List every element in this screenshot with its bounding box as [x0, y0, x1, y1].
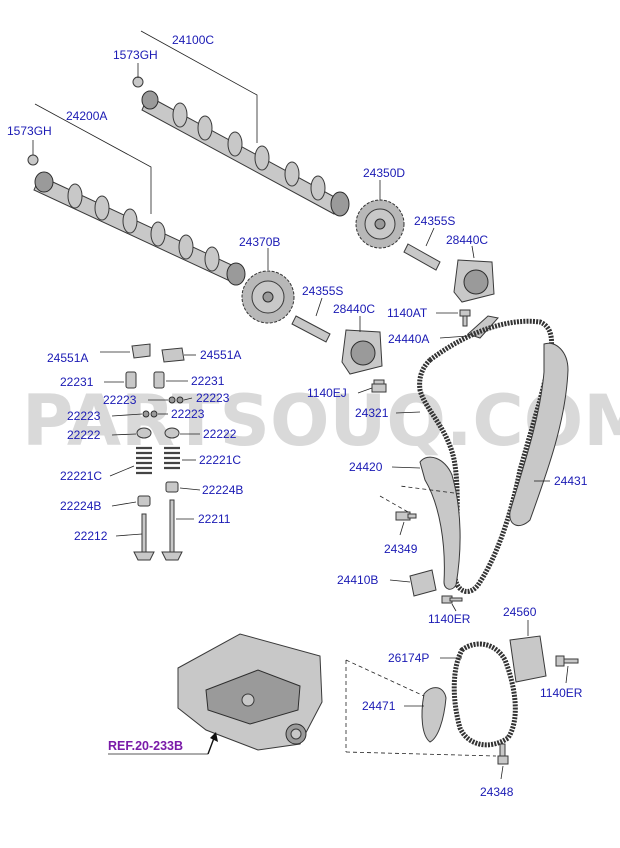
- rocker-24551a-right[interactable]: [161, 347, 185, 363]
- label-22221c-left[interactable]: 22221C: [60, 469, 102, 483]
- leaders: [32, 30, 569, 780]
- label-24350d[interactable]: 24350D: [363, 166, 405, 180]
- keeper-22223-c[interactable]: [142, 410, 150, 418]
- label-24349[interactable]: 24349: [384, 542, 418, 556]
- keeper-22223-b[interactable]: [176, 396, 184, 404]
- reference-arrowhead: [210, 732, 218, 742]
- label-24321[interactable]: 24321: [355, 406, 389, 420]
- keeper-22223-d[interactable]: [150, 410, 158, 418]
- bolt-1140ej[interactable]: [371, 379, 387, 393]
- balance-chain[interactable]: [451, 641, 518, 748]
- label-22224b-right[interactable]: 22224B: [202, 483, 243, 497]
- label-24471[interactable]: 24471: [362, 699, 396, 713]
- label-1573gh-left[interactable]: 1573GH: [7, 124, 52, 138]
- watermark: PARTSOUQ.COM: [22, 380, 620, 462]
- dash-24420: [399, 485, 455, 494]
- reference-link[interactable]: REF.20-233B: [108, 739, 183, 753]
- label-24551a-left[interactable]: 24551A: [47, 351, 88, 365]
- cvvt-sprocket-exhaust[interactable]: [355, 199, 405, 249]
- label-24200a[interactable]: 24200A: [66, 109, 107, 123]
- label-1140at[interactable]: 1140AT: [387, 306, 428, 320]
- bolt-1140at[interactable]: [459, 309, 471, 327]
- label-1140er-right[interactable]: 1140ER: [540, 686, 583, 700]
- bolt-24348[interactable]: [497, 743, 509, 765]
- bolt-24355s-mid[interactable]: [291, 315, 331, 343]
- bolt-1140er-right[interactable]: [555, 655, 579, 667]
- dash-assembly-a: [345, 659, 425, 697]
- label-24560[interactable]: 24560: [503, 605, 537, 619]
- label-22223-d[interactable]: 22223: [171, 407, 205, 421]
- label-22224b-left[interactable]: 22224B: [60, 499, 101, 513]
- label-1573gh-top[interactable]: 1573GH: [113, 48, 158, 62]
- label-24410b[interactable]: 24410B: [337, 573, 378, 587]
- reference-arrow-line: [207, 737, 215, 755]
- label-22223-c[interactable]: 22223: [67, 409, 101, 423]
- label-26174p[interactable]: 26174P: [388, 651, 429, 665]
- valve-22211[interactable]: [161, 499, 183, 561]
- label-24370b[interactable]: 24370B: [239, 235, 280, 249]
- camshaft-exhaust[interactable]: [141, 90, 350, 217]
- timing-chain[interactable]: [417, 318, 555, 594]
- label-22231-right[interactable]: 22231: [191, 374, 225, 388]
- spring-22221c-left[interactable]: [136, 446, 152, 475]
- tensioner-24560[interactable]: [509, 635, 547, 683]
- label-22221c-right[interactable]: 22221C: [199, 453, 241, 467]
- retainer-22222-right[interactable]: [164, 427, 180, 439]
- chain-guide[interactable]: [509, 342, 569, 527]
- label-24431[interactable]: 24431: [554, 474, 588, 488]
- retainer-22222-left[interactable]: [136, 427, 152, 439]
- balance-shaft-module[interactable]: [177, 633, 323, 751]
- dash-assembly-c: [345, 751, 497, 757]
- label-24348[interactable]: 24348: [480, 785, 514, 799]
- label-24420[interactable]: 24420: [349, 460, 383, 474]
- lifter-22231-left[interactable]: [125, 371, 137, 389]
- label-22212[interactable]: 22212: [74, 529, 108, 543]
- label-24355s-right[interactable]: 24355S: [414, 214, 455, 228]
- keeper-22223-a[interactable]: [168, 396, 176, 404]
- bolt-24355s-right[interactable]: [403, 243, 441, 271]
- oil-control-valve-mid[interactable]: [341, 329, 383, 375]
- cvvt-sprocket-intake[interactable]: [241, 270, 295, 324]
- bolt-1140er-mid[interactable]: [441, 595, 463, 604]
- dash-24349: [379, 495, 409, 513]
- rocker-24551a-left[interactable]: [131, 343, 151, 359]
- label-22222-left[interactable]: 22222: [67, 428, 101, 442]
- plug-top[interactable]: [132, 76, 144, 88]
- camshaft-intake[interactable]: [33, 171, 246, 286]
- seal-22224b-left[interactable]: [137, 495, 151, 507]
- label-24355s-mid[interactable]: 24355S: [302, 284, 343, 298]
- seal-22224b-right[interactable]: [165, 481, 179, 493]
- label-24440a[interactable]: 24440A: [388, 332, 429, 346]
- tensioner-24410b[interactable]: [409, 569, 437, 597]
- label-22223-a[interactable]: 22223: [103, 393, 137, 407]
- label-1140ej[interactable]: 1140EJ: [307, 386, 347, 400]
- oil-control-valve-right[interactable]: [453, 259, 495, 303]
- label-22222-right[interactable]: 22222: [203, 427, 237, 441]
- label-22231-left[interactable]: 22231: [60, 375, 94, 389]
- label-22223-b[interactable]: 22223: [196, 391, 230, 405]
- label-28440c-mid[interactable]: 28440C: [333, 302, 375, 316]
- label-1140er-mid[interactable]: 1140ER: [428, 612, 471, 626]
- label-22211[interactable]: 22211: [198, 512, 231, 526]
- valve-22212[interactable]: [133, 513, 155, 561]
- lifter-22231-right[interactable]: [153, 371, 165, 389]
- bolt-24349[interactable]: [395, 511, 417, 521]
- label-24100c[interactable]: 24100C: [172, 33, 214, 47]
- guide-24471[interactable]: [421, 687, 447, 743]
- label-24551a-right[interactable]: 24551A: [200, 348, 241, 362]
- tensioner-arm[interactable]: [419, 456, 461, 590]
- spring-22221c-right[interactable]: [164, 446, 180, 470]
- plug-left[interactable]: [27, 154, 39, 166]
- label-28440c-right[interactable]: 28440C: [446, 233, 488, 247]
